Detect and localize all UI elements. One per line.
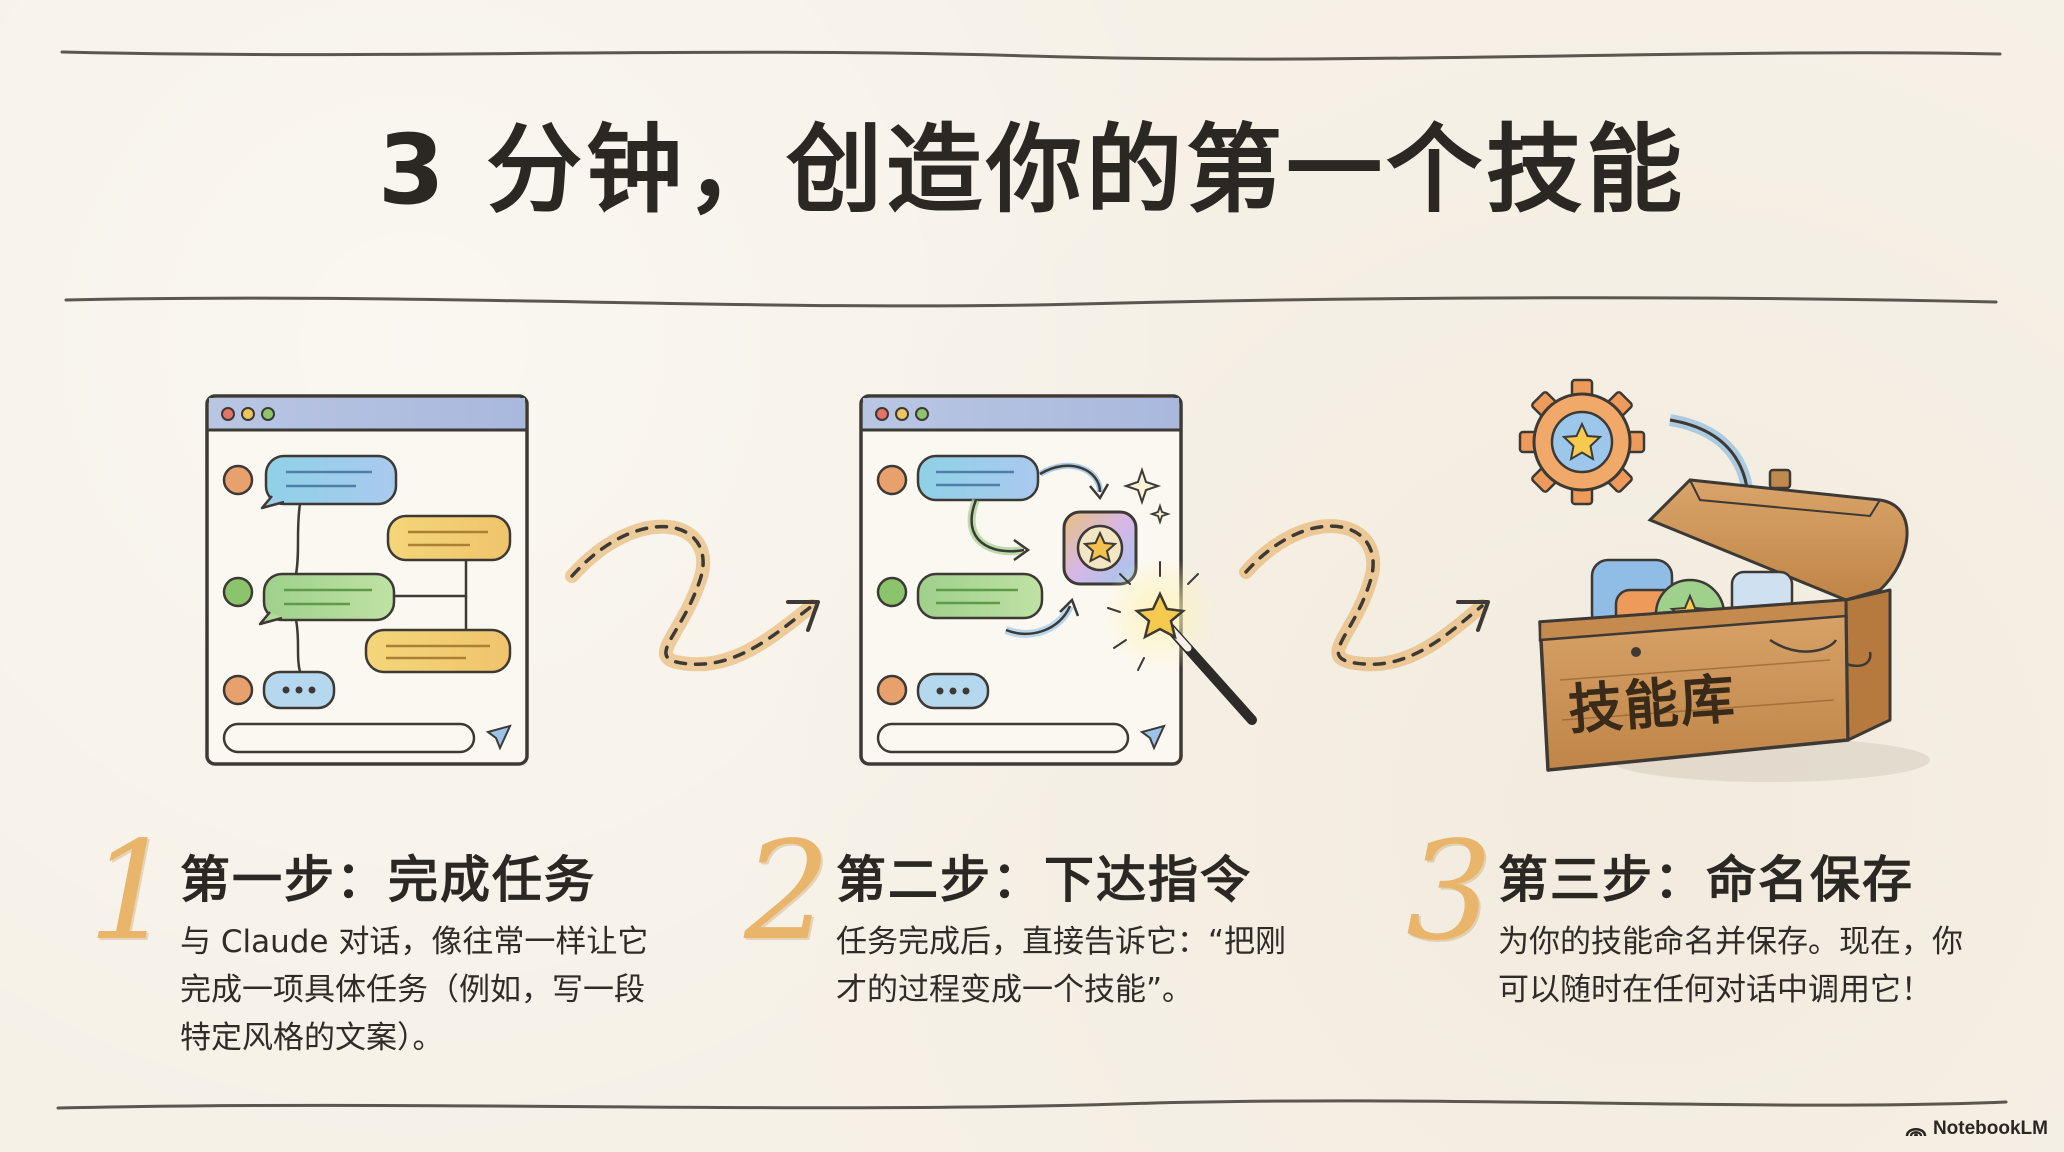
step-2-title: 第二步：下达指令 xyxy=(836,851,1252,909)
dotted-arrow-1 xyxy=(565,519,820,672)
chat-window-illustration-1 xyxy=(205,394,529,766)
dotted-arrow-2 xyxy=(1239,519,1490,672)
step-1-title: 第一步：完成任务 xyxy=(180,851,596,909)
top-rule xyxy=(60,50,2002,61)
notebooklm-logo-icon xyxy=(1905,1127,1927,1137)
step-3-title: 第三步：命名保存 xyxy=(1498,851,1914,909)
title-under-rule xyxy=(64,296,1998,308)
step-3-number: 3 xyxy=(1406,813,1493,971)
gear-icon xyxy=(1518,378,1646,506)
brand-name: NotebookLM xyxy=(1932,1118,2048,1139)
skill-library-chest-illustration xyxy=(1518,378,1930,782)
step-3-description: 为你的技能命名并保存。现在，你可以随时在任何对话中调用它！ xyxy=(1498,924,1963,1008)
step-2-description: 任务完成后，直接告诉它：“把刚才的过程变成一个技能”。 xyxy=(836,924,1287,1008)
chat-window-illustration-2 xyxy=(859,394,1257,766)
page-title: 3 分钟，创造你的第一个技能 xyxy=(377,114,1687,226)
bottom-rule xyxy=(56,1099,2008,1110)
brand-watermark: NotebookLM xyxy=(1905,1118,2048,1140)
chest-label: 技能库 xyxy=(1566,667,1739,742)
step-2-number: 2 xyxy=(744,813,831,971)
step-1-description: 与 Claude 对话，像往常一样让它完成一项具体任务（例如，写一段特定风格的文… xyxy=(180,924,649,1056)
step-1-number: 1 xyxy=(88,813,175,971)
